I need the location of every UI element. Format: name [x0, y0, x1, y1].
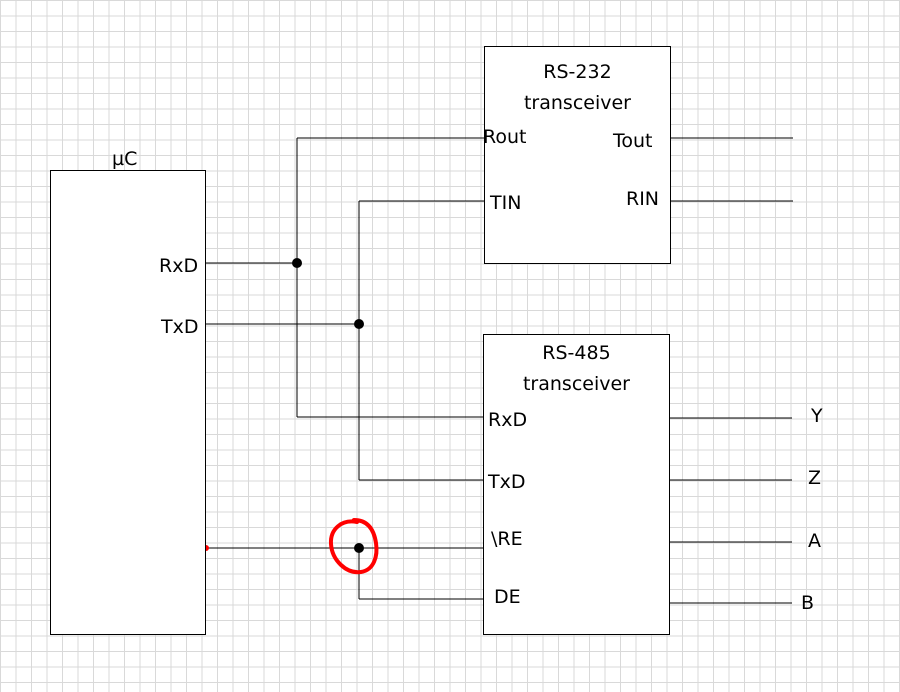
- rs485-output-z: Z: [808, 467, 822, 489]
- rs232-title-line1: RS-232: [543, 61, 612, 83]
- mcu-box: [50, 170, 206, 635]
- junction-dot-rxd: [292, 258, 302, 268]
- rs485-title-line2: transceiver: [522, 373, 630, 395]
- rs232-pin-tin: TIN: [490, 192, 522, 214]
- rs232-pin-rin: RIN: [626, 188, 660, 210]
- rs485-title-line1: RS-485: [542, 342, 611, 364]
- rs485-pin-txd: TxD: [488, 471, 526, 493]
- rs232-title: RS-232 transceiver: [484, 57, 671, 119]
- mcu-title: µC: [112, 148, 138, 170]
- rs485-pin-re: \RE: [491, 528, 523, 550]
- rs485-output-a: A: [808, 530, 821, 552]
- junction-dot-txd: [354, 319, 364, 329]
- rs232-pin-tout: Tout: [613, 130, 653, 152]
- rs485-pin-rxd: RxD: [488, 409, 528, 431]
- rs232-title-line2: transceiver: [523, 92, 631, 114]
- mcu-pin-rxd: RxD: [159, 255, 199, 277]
- rs485-pin-de: DE: [494, 586, 521, 608]
- rs485-output-y: Y: [811, 405, 823, 427]
- rs485-box: [483, 334, 670, 635]
- rs232-pin-rout: Rout: [483, 126, 527, 148]
- rs485-title: RS-485 transceiver: [483, 338, 670, 400]
- junction-dot-dir: [354, 543, 364, 553]
- highlight-circle: [328, 518, 379, 575]
- rs485-output-b: B: [801, 592, 815, 614]
- mcu-pin-txd: TxD: [161, 316, 199, 338]
- rs232-box: [484, 46, 671, 264]
